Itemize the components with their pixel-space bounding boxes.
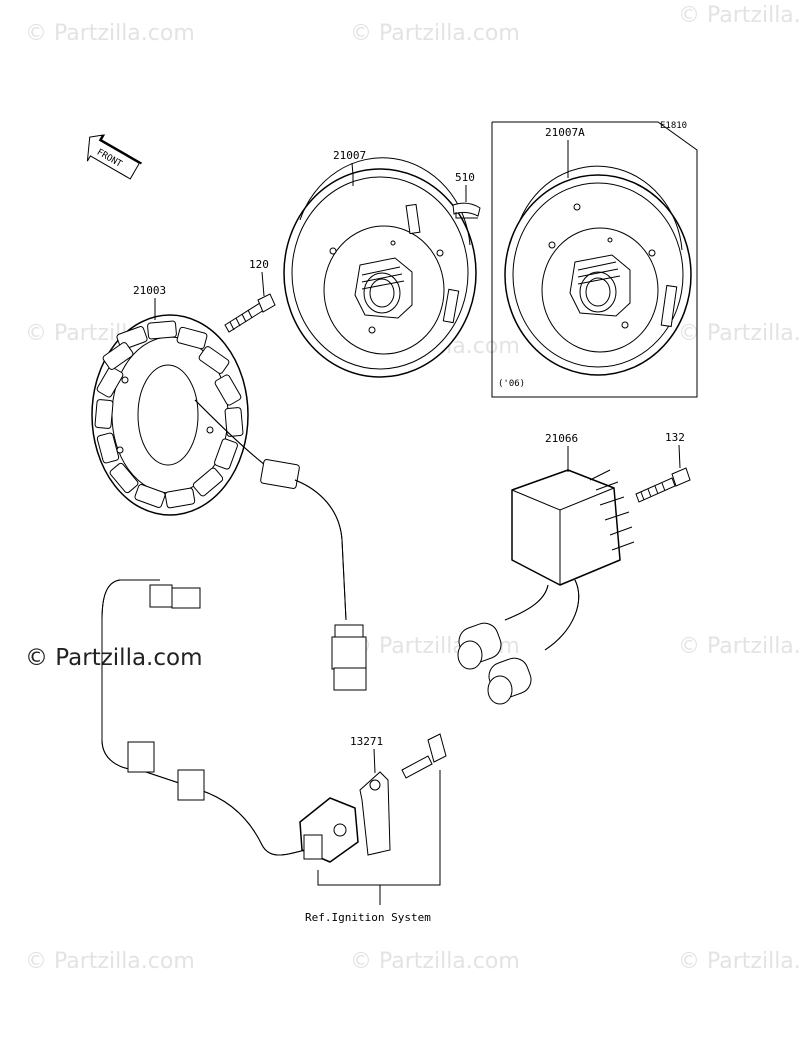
watermark: © Partzilla.com bbox=[678, 3, 800, 28]
watermark: © Partzilla.com bbox=[678, 634, 800, 659]
bolt-120 bbox=[224, 293, 276, 333]
pickup-harness bbox=[101, 579, 306, 856]
flywheel-rotor-alt bbox=[504, 165, 692, 376]
stator-harness bbox=[260, 459, 367, 691]
ref-ignition-note: Ref.Ignition System bbox=[305, 911, 431, 924]
stator bbox=[91, 314, 266, 516]
watermark: © Partzilla.com bbox=[678, 949, 800, 974]
part-label-510: 510 bbox=[455, 171, 475, 184]
part-label-21007A: 21007A bbox=[545, 126, 585, 139]
watermark: © Partzilla.com bbox=[25, 21, 195, 46]
diagram-code: E1810 bbox=[660, 121, 687, 131]
bolt-132 bbox=[635, 467, 691, 503]
part-label-13271: 13271 bbox=[350, 735, 383, 748]
part-label-21003: 21003 bbox=[133, 284, 166, 297]
front-arrow-icon: FRONT bbox=[86, 134, 142, 180]
watermark: © Partzilla.com bbox=[350, 949, 520, 974]
inset-box: E1810 ('06) bbox=[491, 121, 698, 398]
part-label-132: 132 bbox=[665, 431, 685, 444]
year-note: ('06) bbox=[498, 379, 525, 389]
watermark: © Partzilla.com bbox=[350, 21, 520, 46]
part-label-120: 120 bbox=[249, 258, 269, 271]
flywheel-rotor bbox=[283, 157, 477, 378]
watermark-main: © Partzilla.com bbox=[25, 645, 203, 671]
watermark: © Partzilla.com bbox=[678, 321, 800, 346]
watermark: © Partzilla.com bbox=[25, 949, 195, 974]
ref-bracket bbox=[317, 770, 441, 905]
woodruff-key bbox=[452, 202, 481, 219]
pickup-bolt bbox=[401, 733, 447, 779]
part-label-21007: 21007 bbox=[333, 149, 366, 162]
regulator-rectifier bbox=[457, 469, 635, 705]
part-label-21066: 21066 bbox=[545, 432, 578, 445]
pickup-coil bbox=[299, 771, 391, 863]
